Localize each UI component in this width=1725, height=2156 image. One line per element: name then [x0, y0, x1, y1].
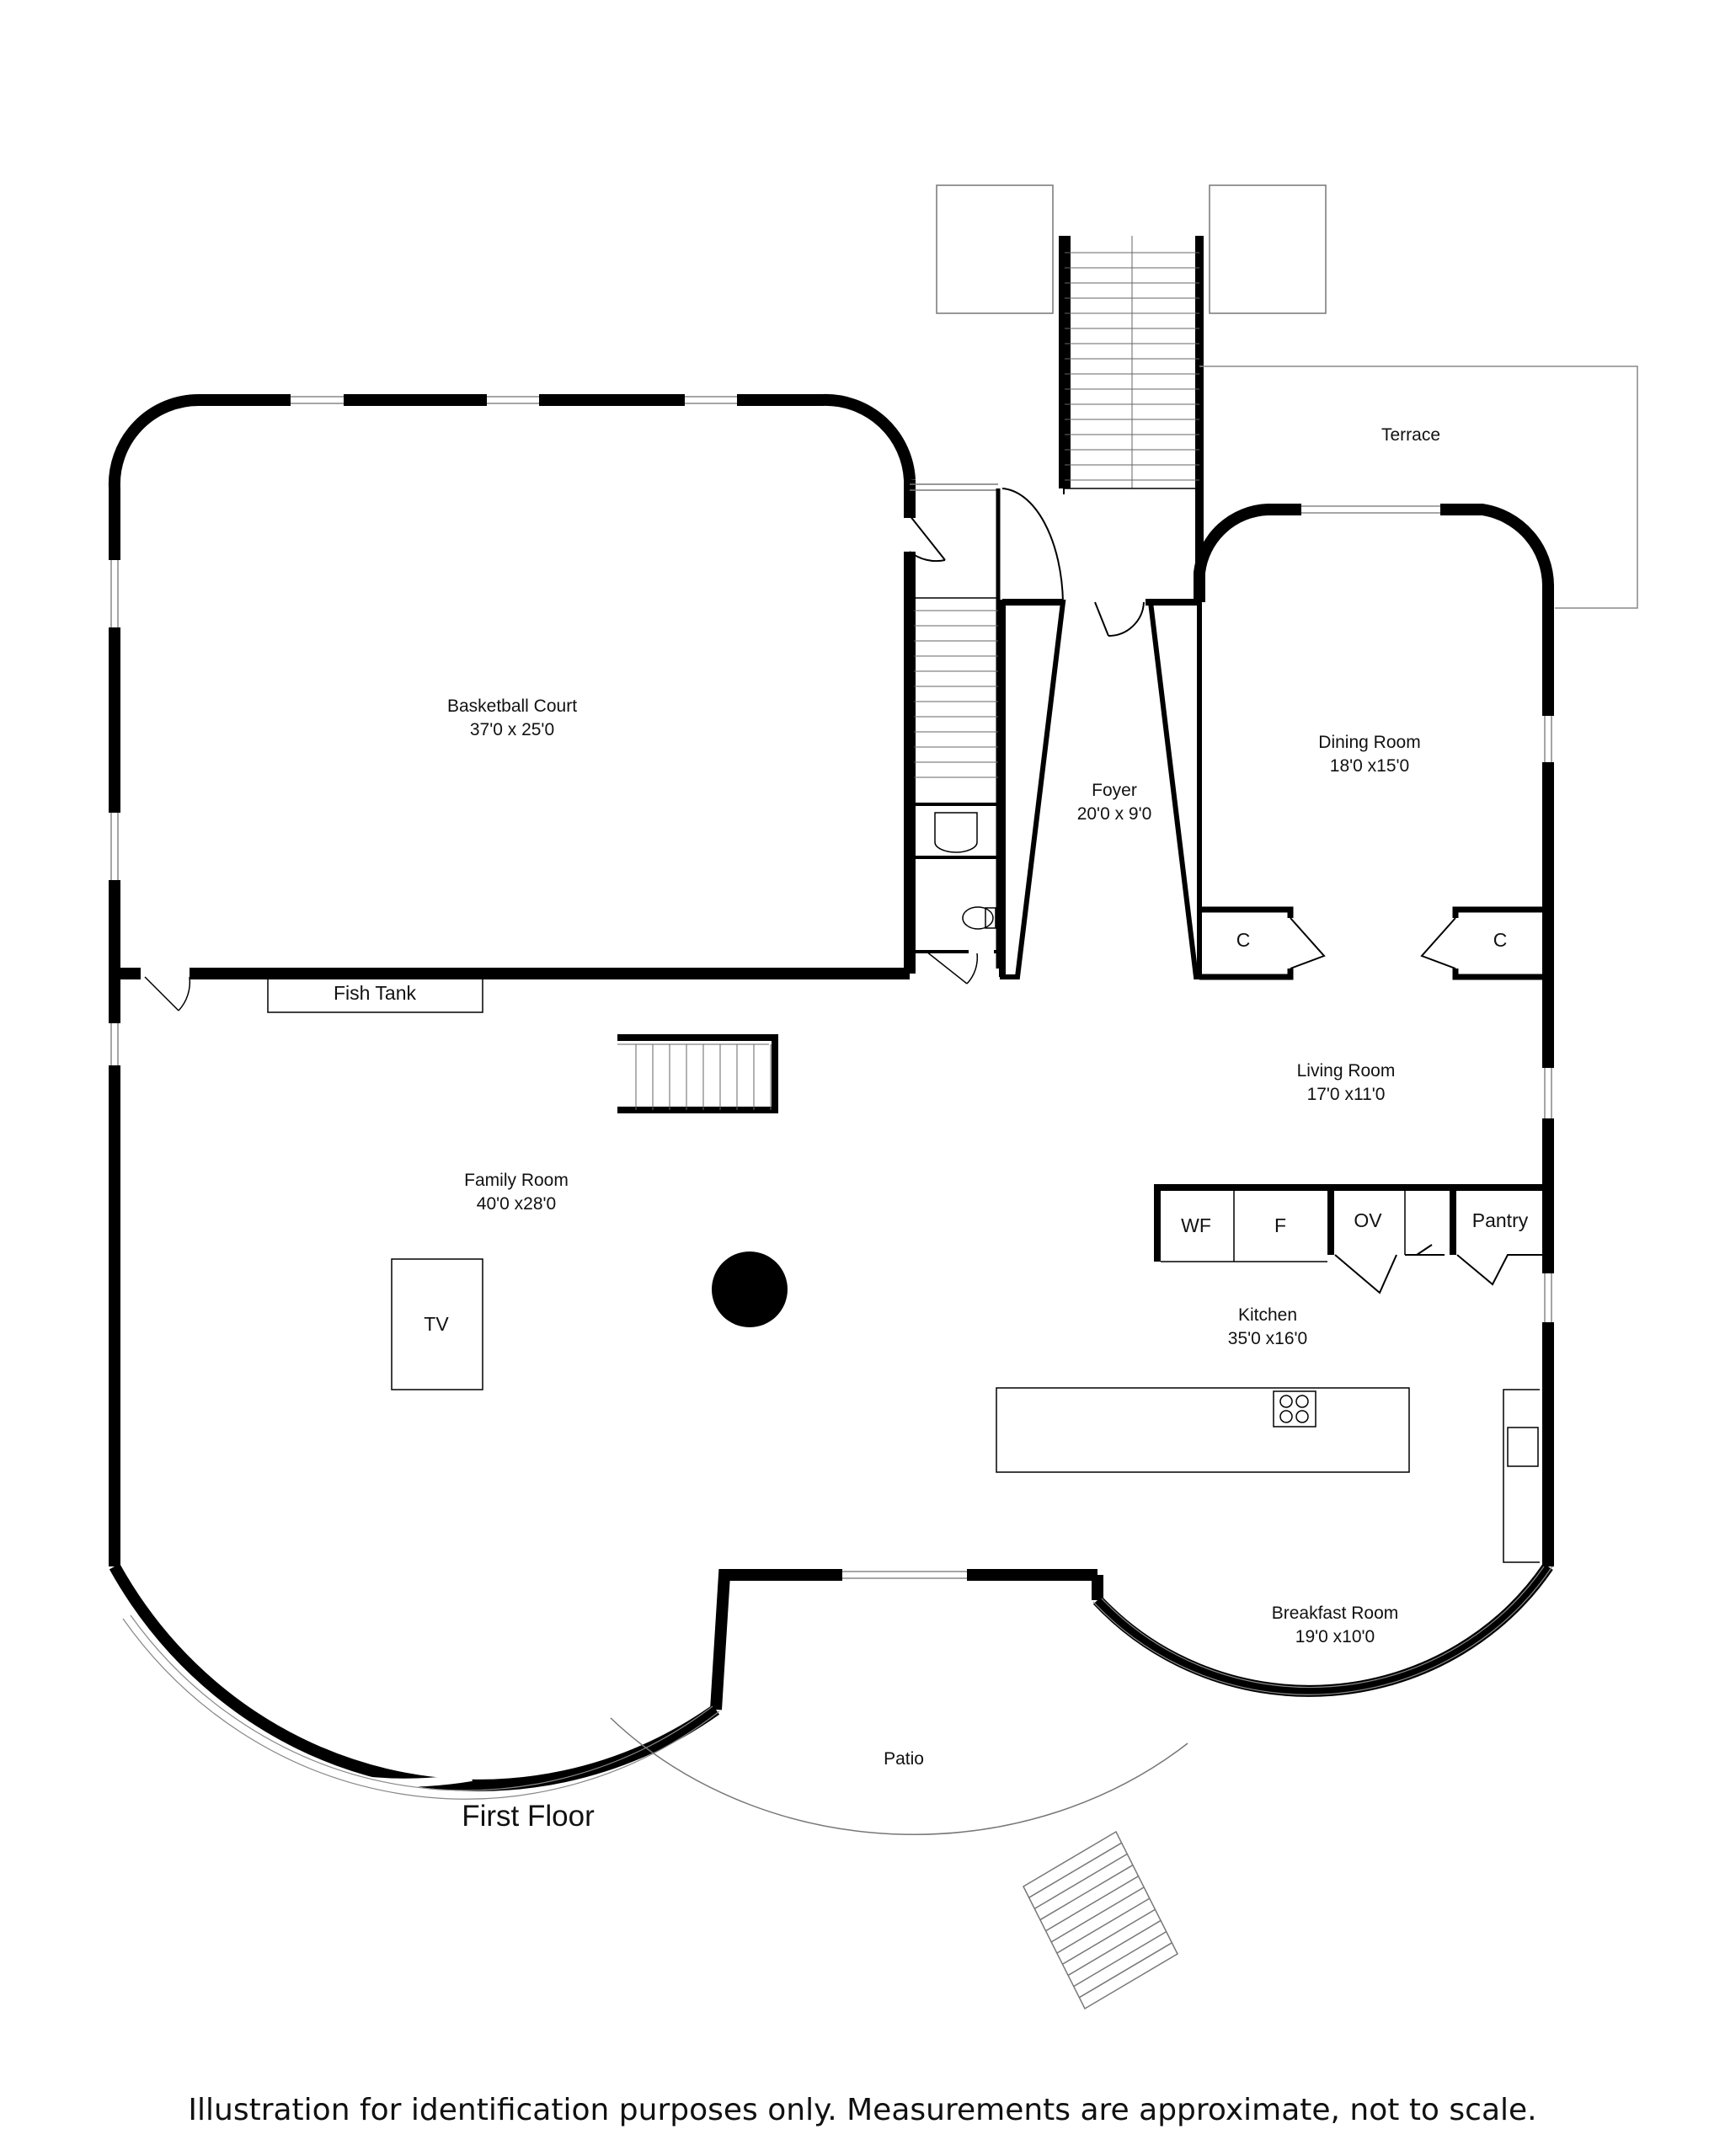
svg-text:Basketball Court: Basketball Court [447, 696, 577, 716]
fish-tank [144, 951, 979, 1013]
room-labels: Basketball Court 37'0 x 25'0 Foyer 20'0 … [334, 425, 1529, 1833]
label-living: Living Room 17'0 x11'0 [1297, 1061, 1396, 1104]
label-terrace: Terrace [1381, 425, 1440, 445]
svg-text:Foyer: Foyer [1092, 781, 1137, 800]
svg-text:Dining Room: Dining Room [1318, 733, 1420, 752]
label-closet-left: C [1236, 929, 1251, 951]
disclaimer-text: Illustration for identification purposes… [188, 2093, 1537, 2127]
svg-text:18'0 x15'0: 18'0 x15'0 [1330, 756, 1409, 776]
label-breakfast: Breakfast Room 19'0 x10'0 [1272, 1604, 1399, 1646]
svg-text:20'0 x 9'0: 20'0 x 9'0 [1077, 804, 1152, 824]
plan-title: First Floor [462, 1800, 595, 1833]
label-closet-right: C [1493, 929, 1508, 951]
kitchen-appliances [1154, 1184, 1548, 1294]
front-stairs [1059, 236, 1204, 602]
interior-stair [617, 1034, 778, 1113]
label-fridge: F [1274, 1214, 1286, 1236]
svg-text:17'0 x11'0: 17'0 x11'0 [1307, 1085, 1386, 1104]
svg-text:Family Room: Family Room [464, 1171, 569, 1190]
svg-text:Breakfast Room: Breakfast Room [1272, 1604, 1399, 1623]
entry-landings [936, 184, 1327, 314]
label-tv: TV [424, 1313, 449, 1335]
label-kitchen: Kitchen 35'0 x16'0 [1228, 1305, 1307, 1348]
svg-text:Living Room: Living Room [1297, 1061, 1396, 1081]
svg-text:19'0 x10'0: 19'0 x10'0 [1295, 1627, 1375, 1646]
basketball-windows [108, 393, 737, 880]
label-pantry: Pantry [1472, 1209, 1529, 1231]
basketball-court-walls [108, 393, 916, 979]
family-room-walls [109, 974, 1554, 1791]
svg-text:37'0 x 25'0: 37'0 x 25'0 [470, 720, 554, 739]
label-family: Family Room 40'0 x28'0 [464, 1171, 569, 1214]
structural-column [712, 1251, 788, 1327]
label-foyer: Foyer 20'0 x 9'0 [1077, 781, 1152, 824]
closets [1199, 906, 1548, 980]
kitchen-island [996, 1387, 1410, 1473]
label-patio: Patio [884, 1749, 924, 1769]
label-oven: OV [1354, 1209, 1382, 1231]
svg-text:35'0 x16'0: 35'0 x16'0 [1228, 1329, 1307, 1348]
label-fish-tank: Fish Tank [334, 982, 417, 1004]
service-stair [910, 483, 1001, 969]
kitchen-counter [1503, 1389, 1540, 1563]
tv-unit [391, 1258, 483, 1390]
terrace-outline [1199, 366, 1638, 609]
label-wf: WF [1181, 1214, 1211, 1236]
label-dining: Dining Room 18'0 x15'0 [1318, 733, 1420, 776]
svg-text:40'0 x28'0: 40'0 x28'0 [477, 1194, 556, 1214]
patio-outline [610, 1717, 1188, 2010]
svg-text:Kitchen: Kitchen [1238, 1305, 1297, 1325]
bathroom-fixtures [934, 812, 996, 930]
dining-room-walls [1194, 504, 1554, 1533]
label-basketball: Basketball Court 37'0 x 25'0 [447, 696, 577, 739]
